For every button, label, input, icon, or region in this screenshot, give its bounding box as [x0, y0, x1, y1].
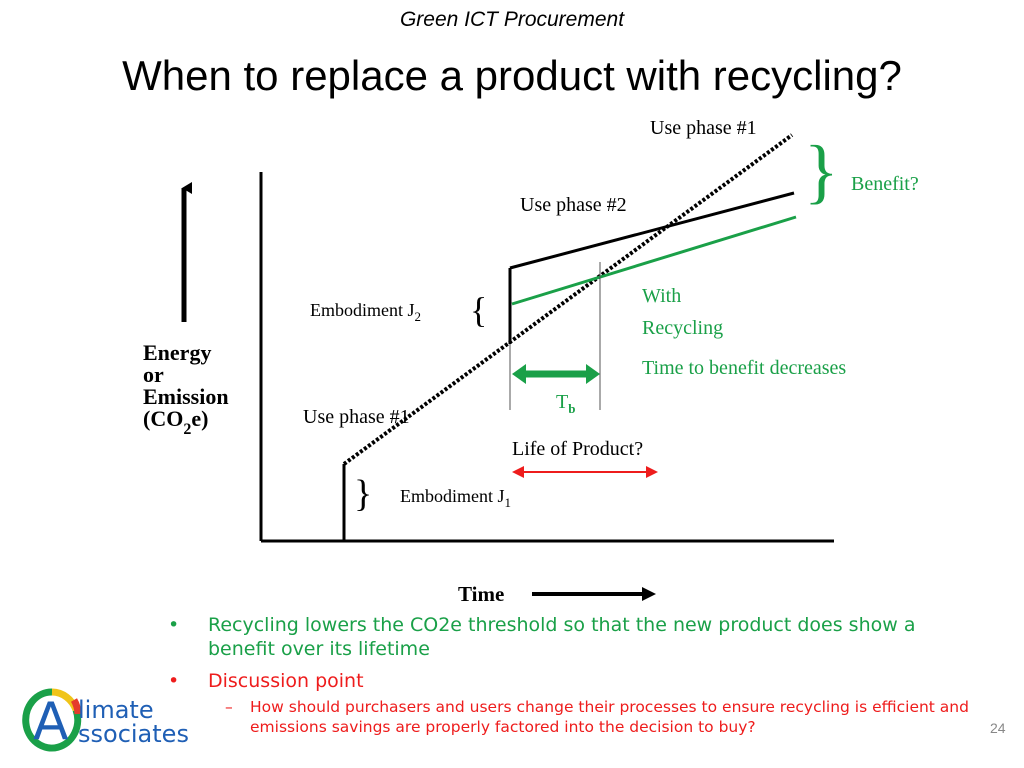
- tb-arrow-left-head: [512, 364, 526, 384]
- embodiment-j2-label: Embodiment J2: [310, 300, 421, 324]
- x-axis-label: Time: [458, 582, 505, 606]
- logo-line2: ssociates: [78, 720, 189, 748]
- life-arrow-left-head: [512, 466, 524, 478]
- slide-title: When to replace a product with recycling…: [122, 52, 902, 99]
- tb-label: Tb: [556, 391, 576, 416]
- use-phase-2-line: [509, 191, 795, 270]
- life-of-product-label: Life of Product?: [512, 438, 644, 460]
- logo-mark: [22, 688, 82, 752]
- with-label: With: [642, 285, 682, 307]
- y-axis-label: Energy or Emission (CO2e): [143, 340, 229, 439]
- bullet-recycling: Recycling lowers the CO2e threshold so t…: [168, 613, 988, 661]
- use-phase-1-line: [342, 133, 794, 466]
- tb-arrow-right-head: [586, 364, 600, 384]
- time-to-benefit-label: Time to benefit decreases: [642, 357, 847, 379]
- recycling-label: Recycling: [642, 317, 724, 339]
- embodiment-j1-label: Embodiment J1: [400, 486, 511, 510]
- logo-line1: limate: [78, 696, 154, 724]
- sub-bullet-question: How should purchasers and users change t…: [168, 697, 988, 737]
- use-phase-1-top-label: Use phase #1: [650, 117, 757, 139]
- time-arrow-head: [642, 587, 656, 601]
- embodiment-j2-brace: {: [470, 290, 488, 330]
- embodiment-j1-brace: }: [354, 473, 373, 515]
- slide-header: Green ICT Procurement: [399, 8, 625, 31]
- use-phase-1-bottom-label: Use phase #1: [303, 406, 410, 428]
- bullet-discussion: Discussion point: [168, 669, 988, 693]
- life-arrow-right-head: [646, 466, 658, 478]
- bullet-list: Recycling lowers the CO2e threshold so t…: [168, 613, 988, 737]
- benefit-label: Benefit?: [851, 173, 919, 195]
- recycling-line: [511, 215, 797, 306]
- page-number: 24: [990, 720, 1006, 736]
- use-phase-2-label: Use phase #2: [520, 194, 627, 216]
- benefit-brace: }: [804, 131, 839, 211]
- logo-letter: A: [33, 692, 69, 752]
